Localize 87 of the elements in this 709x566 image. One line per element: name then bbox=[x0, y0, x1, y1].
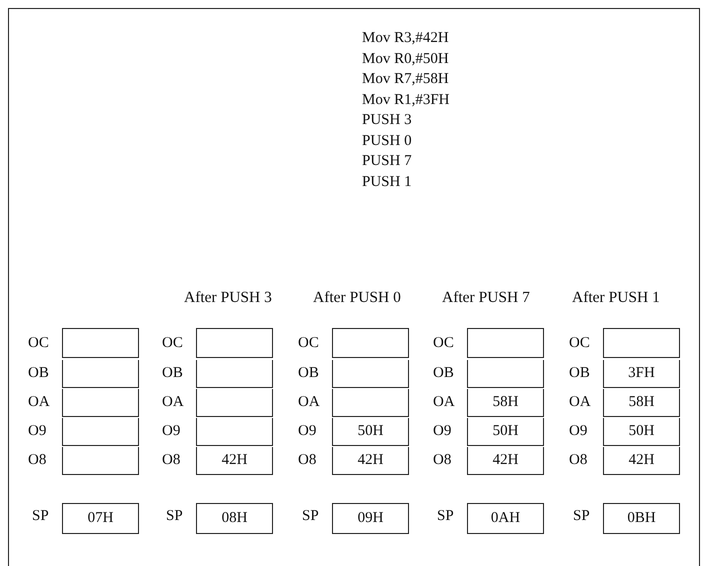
code-line: Mov R3,#42H bbox=[362, 29, 449, 48]
address-label: O9 bbox=[433, 422, 452, 441]
register-label: SP bbox=[437, 507, 454, 526]
address-label: OB bbox=[298, 364, 319, 383]
register-label: SP bbox=[302, 507, 319, 526]
address-label: OB bbox=[569, 364, 590, 383]
empty-memory-cell bbox=[62, 446, 139, 475]
cell-value: 58H bbox=[492, 394, 518, 411]
empty-memory-cell bbox=[62, 418, 139, 446]
address-label: O8 bbox=[433, 451, 452, 470]
address-label: O9 bbox=[569, 422, 588, 441]
memory-cell bbox=[332, 446, 409, 475]
memory-cell bbox=[467, 446, 544, 475]
address-label: O9 bbox=[28, 422, 46, 441]
address-label: O8 bbox=[162, 451, 180, 470]
empty-memory-cell bbox=[62, 328, 139, 358]
memory-cell bbox=[196, 446, 273, 475]
column-heading: After PUSH 3 bbox=[184, 288, 272, 308]
cell-value: 42H bbox=[492, 452, 518, 469]
code-line: PUSH 3 bbox=[362, 111, 412, 130]
empty-memory-cell bbox=[62, 388, 139, 417]
column-heading: After PUSH 1 bbox=[572, 288, 660, 308]
register-box bbox=[332, 503, 409, 534]
register-box bbox=[467, 503, 544, 534]
empty-memory-cell bbox=[62, 360, 139, 388]
empty-memory-cell bbox=[196, 360, 273, 388]
code-line: Mov R7,#58H bbox=[362, 70, 449, 89]
empty-memory-cell bbox=[332, 328, 409, 358]
code-line: PUSH 1 bbox=[362, 172, 412, 192]
address-label: OC bbox=[298, 334, 319, 353]
address-label: OC bbox=[569, 334, 590, 353]
address-label: OB bbox=[28, 364, 49, 383]
cell-value: 50H bbox=[492, 422, 518, 440]
empty-memory-cell bbox=[332, 388, 409, 417]
cell-value: 07H bbox=[88, 510, 114, 527]
address-label: O8 bbox=[569, 451, 588, 470]
cell-value: 09H bbox=[358, 510, 384, 527]
address-label: OC bbox=[28, 334, 49, 353]
address-label: OB bbox=[162, 364, 183, 383]
empty-memory-cell bbox=[467, 328, 544, 358]
address-label: O8 bbox=[28, 451, 46, 470]
address-label: OC bbox=[433, 334, 454, 353]
cell-value: 42H bbox=[628, 452, 654, 469]
cell-value: 42H bbox=[222, 452, 248, 469]
cell-value: 0AH bbox=[490, 510, 520, 527]
memory-cell bbox=[603, 446, 680, 475]
empty-memory-cell bbox=[196, 328, 273, 358]
memory-cell bbox=[603, 418, 680, 446]
code-line: Mov R0,#50H bbox=[362, 50, 449, 68]
address-label: O8 bbox=[298, 451, 316, 470]
memory-cell bbox=[467, 418, 544, 446]
code-line: Mov R1,#3FH bbox=[362, 90, 450, 110]
column-heading: After PUSH 7 bbox=[442, 288, 530, 308]
memory-cell bbox=[603, 360, 680, 388]
empty-memory-cell bbox=[196, 418, 273, 446]
empty-memory-cell bbox=[332, 360, 409, 388]
cell-value: 50H bbox=[358, 422, 384, 440]
address-label: O9 bbox=[162, 422, 180, 441]
empty-memory-cell bbox=[196, 388, 273, 417]
address-label: OB bbox=[433, 364, 454, 383]
cell-value: 58H bbox=[628, 394, 654, 411]
cell-value: 0BH bbox=[627, 510, 656, 527]
empty-memory-cell bbox=[467, 360, 544, 388]
memory-cell bbox=[603, 388, 680, 417]
register-label: SP bbox=[573, 507, 590, 526]
memory-cell bbox=[467, 388, 544, 417]
address-label: O9 bbox=[298, 422, 316, 441]
address-label: OA bbox=[28, 393, 50, 412]
column-heading: After PUSH 0 bbox=[313, 288, 401, 308]
address-label: OA bbox=[433, 393, 455, 412]
address-label: OA bbox=[569, 393, 591, 412]
memory-cell bbox=[332, 418, 409, 446]
register-label: SP bbox=[32, 507, 49, 526]
empty-memory-cell bbox=[603, 328, 680, 358]
cell-value: 3FH bbox=[628, 364, 655, 382]
address-label: OA bbox=[162, 393, 184, 412]
code-line: PUSH 0 bbox=[362, 132, 412, 150]
code-line: PUSH 7 bbox=[362, 152, 412, 171]
address-label: OC bbox=[162, 334, 183, 353]
register-box bbox=[62, 503, 139, 534]
register-label: SP bbox=[166, 507, 183, 526]
address-label: OA bbox=[298, 393, 320, 412]
cell-value: 08H bbox=[222, 510, 248, 527]
cell-value: 50H bbox=[628, 422, 654, 440]
cell-value: 42H bbox=[358, 452, 384, 469]
register-box bbox=[196, 503, 273, 534]
register-box bbox=[603, 503, 680, 534]
